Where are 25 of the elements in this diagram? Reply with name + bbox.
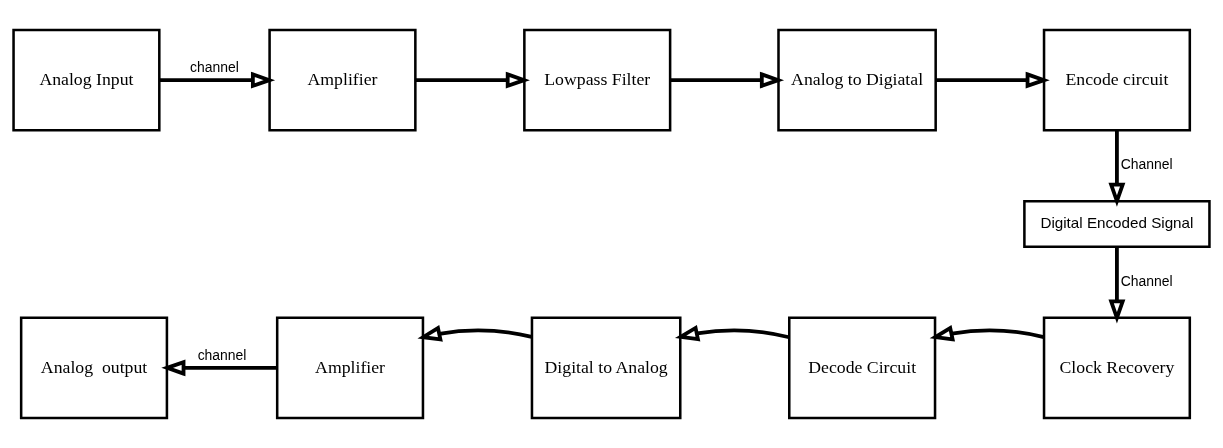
node-box: Digital to Analog xyxy=(530,316,682,420)
node-box: Analog Input xyxy=(12,28,161,132)
arrow xyxy=(415,71,530,89)
node-box: Analog to Digiatal xyxy=(777,28,937,132)
edge-label: Channel xyxy=(1120,156,1173,173)
node-box: Digital Encoded Signal xyxy=(1023,199,1211,249)
arrow xyxy=(161,359,277,377)
node-box: Amplifier xyxy=(275,316,425,420)
arrow xyxy=(670,71,785,89)
edge-label: channel xyxy=(197,347,247,363)
arrow xyxy=(675,324,790,342)
edge-label: channel xyxy=(190,59,239,76)
node-box: Clock Recovery xyxy=(1042,316,1192,420)
arrow xyxy=(1108,130,1126,207)
node-box: Amplifier xyxy=(268,28,417,132)
arrow xyxy=(417,325,533,342)
node-box: Encode circuit xyxy=(1042,28,1192,132)
arrow xyxy=(1108,247,1126,324)
edge-label: Channel xyxy=(1120,272,1173,289)
arrow xyxy=(935,71,1050,89)
node-box: Lowpass Filter xyxy=(523,28,672,132)
arrow xyxy=(159,71,276,89)
node-box: Decode Circuit xyxy=(788,316,937,420)
node-box: Analog output xyxy=(19,316,169,420)
arrow xyxy=(929,325,1045,342)
